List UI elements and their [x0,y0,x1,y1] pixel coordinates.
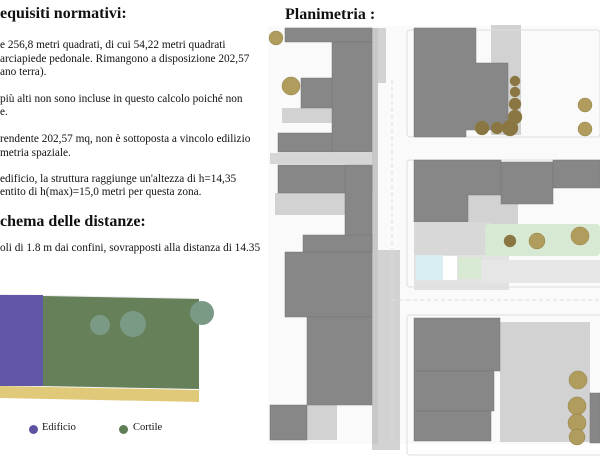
courtyard-area [43,296,199,389]
text-line: edificio, la struttura raggiunge un'alte… [0,173,237,185]
trees [268,30,593,446]
distances-text: oli di 1.8 m dai confini, sovrapposti al… [0,242,261,254]
requirements-heading: equisiti normativi: [0,5,127,22]
legend-label-edificio: Edificio [42,422,76,433]
text-line: e 256,8 metri quadrati, di cui 54,22 met… [0,39,226,51]
text-line: metria spaziale. [0,147,71,159]
text-line: rendente 202,57 mq, non è sottoposta a v… [0,133,251,145]
text-line: più alti non sono incluse in questo calc… [0,93,243,105]
legend-label-cortile: Cortile [133,422,163,433]
tree-marker [120,311,146,337]
building-area [0,295,43,386]
text-line: arciapiede pedonale. Rimangono a disposi… [0,53,250,65]
tree-marker [190,301,214,325]
planimetria-heading: Planimetria : [285,6,376,23]
edge-band [0,386,199,402]
text-line: e. [0,106,8,118]
distances-heading: chema delle distanze: [0,213,146,230]
text-line: entito di h(max)=15,0 metri per questa z… [0,186,202,198]
legend-dot-cortile [119,425,128,434]
tree-marker [90,315,110,335]
site-plan-map [268,25,600,456]
project-lot [414,222,492,255]
distance-diagram [0,294,214,402]
legend-dot-edificio [29,425,38,434]
text-line: ano terra). [0,66,47,78]
